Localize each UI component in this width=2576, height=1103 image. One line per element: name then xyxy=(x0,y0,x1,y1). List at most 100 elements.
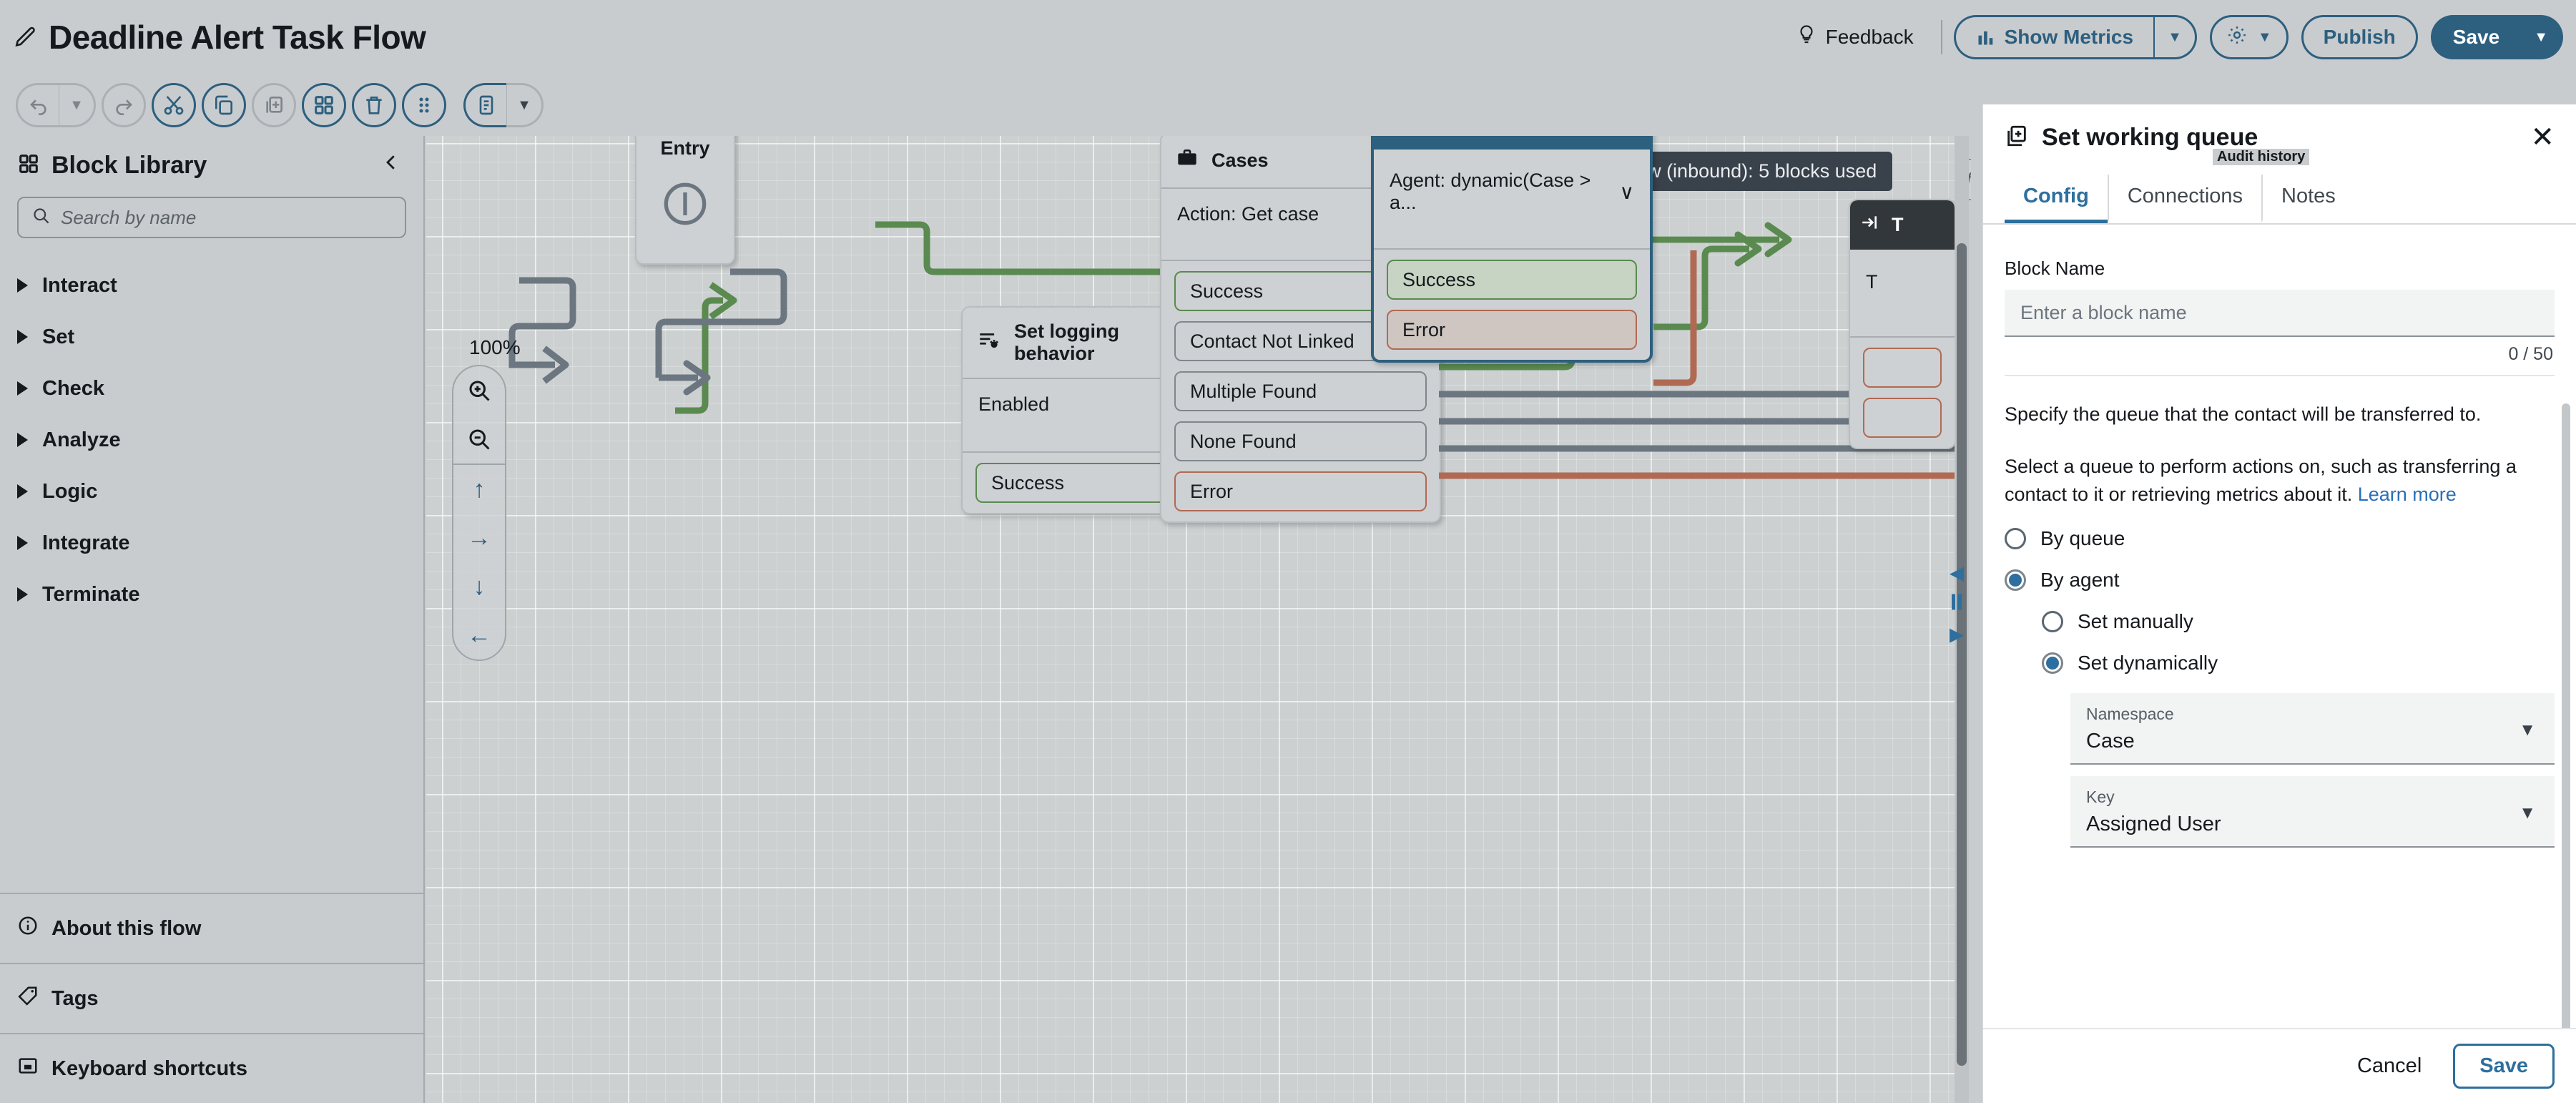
sidebar-item-analyze[interactable]: Analyze xyxy=(0,414,423,466)
feedback-button[interactable]: Feedback xyxy=(1780,16,1929,59)
node-port-multiple-found[interactable]: Multiple Found xyxy=(1174,371,1427,411)
panel-description-1: Specify the queue that the contact will … xyxy=(2005,403,2482,425)
node-port-partial-2[interactable] xyxy=(1863,398,1942,438)
node-port-contact-not-linked[interactable]: Contact Not Linked xyxy=(1174,321,1427,361)
radio-icon[interactable] xyxy=(2005,528,2026,550)
paste-add-button[interactable] xyxy=(252,83,296,127)
drag-dots-button[interactable] xyxy=(402,83,446,127)
settings-button[interactable]: ▼ xyxy=(2209,15,2289,59)
sidebar-item-logic[interactable]: Logic xyxy=(0,466,423,517)
node-title: Cases xyxy=(1211,149,1269,171)
sidebar-item-keyboard-shortcuts[interactable]: Keyboard shortcuts xyxy=(0,1033,423,1103)
sidebar-collapse-button[interactable] xyxy=(376,152,406,180)
node-port-success[interactable]: Success xyxy=(1387,260,1637,300)
namespace-select[interactable]: Namespace Case ▼ xyxy=(2070,693,2555,765)
sidebar-item-set[interactable]: Set xyxy=(0,311,423,363)
notes-dropdown[interactable]: ▼ xyxy=(506,83,544,127)
radio-icon-selected[interactable] xyxy=(2005,569,2026,592)
sidebar-item-check[interactable]: Check xyxy=(0,363,423,414)
pan-left-button[interactable]: ← xyxy=(467,621,491,649)
zoom-out-button[interactable] xyxy=(453,415,505,464)
char-counter: 0 / 50 xyxy=(2508,344,2553,364)
canvas-scrollbar[interactable] xyxy=(1955,136,1969,1103)
pan-down-button[interactable]: ↓ xyxy=(473,572,486,600)
radio-set-manually[interactable]: Set manually xyxy=(2042,610,2555,633)
delete-button[interactable] xyxy=(352,83,396,127)
pencil-icon[interactable] xyxy=(11,23,40,52)
notes-button[interactable] xyxy=(463,83,506,127)
grid-button[interactable] xyxy=(302,83,346,127)
undo-dropdown[interactable]: ▼ xyxy=(59,83,96,127)
sidebar-item-tags[interactable]: Tags xyxy=(0,963,423,1033)
sidebar-item-integrate[interactable]: Integrate xyxy=(0,517,423,569)
chevron-down-icon: ▼ xyxy=(69,97,84,113)
node-port-partial-1[interactable] xyxy=(1863,348,1942,388)
tab-notes[interactable]: Notes xyxy=(2261,175,2354,223)
key-select[interactable]: Key Assigned User ▼ xyxy=(2070,776,2555,848)
show-metrics-button[interactable]: Show Metrics xyxy=(1953,15,2155,59)
sidebar-item-label: Analyze xyxy=(42,428,121,451)
node-body: Agent: dynamic(Case > a... ∨ xyxy=(1374,149,1650,238)
radio-by-agent[interactable]: By agent xyxy=(2005,569,2555,592)
pan-up-button[interactable]: ↑ xyxy=(473,475,486,503)
pan-right-button[interactable]: → xyxy=(467,524,491,552)
sidebar-item-about-this-flow[interactable]: About this flow xyxy=(0,893,423,963)
audit-history-legend: Audit history xyxy=(2213,149,2310,165)
publish-button[interactable]: Publish xyxy=(2301,15,2418,59)
cut-button[interactable] xyxy=(152,83,196,127)
zoom-in-button[interactable] xyxy=(453,366,505,415)
copy-button[interactable] xyxy=(202,83,246,127)
panel-resizer[interactable]: ◀ ▶ xyxy=(1949,562,1965,646)
panel-scrollbar[interactable] xyxy=(2562,403,2570,1028)
node-port-error[interactable]: Error xyxy=(1174,471,1427,511)
node-port-none-found[interactable]: None Found xyxy=(1174,421,1427,461)
canvas-scrollbar-thumb[interactable] xyxy=(1957,243,1967,1066)
chevron-down-icon[interactable]: ∨ xyxy=(1619,180,1635,203)
sidebar-item-label: Check xyxy=(42,376,105,400)
learn-more-link[interactable]: Learn more xyxy=(2357,484,2457,506)
sidebar-item-interact[interactable]: Interact xyxy=(0,260,423,311)
node-port-error[interactable]: Error xyxy=(1387,310,1637,350)
expand-right-icon[interactable]: ▶ xyxy=(1950,623,1964,645)
save-group: Save ▼ xyxy=(2430,15,2563,59)
radio-icon-selected[interactable] xyxy=(2042,652,2063,675)
radio-by-queue[interactable]: By queue xyxy=(2005,527,2555,550)
grip-icon[interactable] xyxy=(1949,592,1965,617)
briefcase-icon xyxy=(1176,147,1199,175)
node-set-working-queue[interactable]: Set working queue ⋮ Agent: dynamic(Case … xyxy=(1371,136,1653,363)
block-name-field[interactable]: Enter a block name xyxy=(2005,290,2555,337)
sidebar-item-terminate[interactable]: Terminate xyxy=(0,569,423,620)
tab-config[interactable]: Config xyxy=(2005,175,2108,223)
zoom-controls: ↑ → ↓ ← xyxy=(452,365,506,661)
sidebar-search-input[interactable]: Search by name xyxy=(17,197,406,238)
sidebar-item-label: Integrate xyxy=(42,531,130,554)
panel-description-2-text: Select a queue to perform actions on, su… xyxy=(2005,456,2517,506)
entry-label: Entry xyxy=(660,137,710,159)
chevron-right-icon xyxy=(17,587,28,602)
radio-label: Set dynamically xyxy=(2078,652,2218,675)
tab-connections[interactable]: Connections xyxy=(2107,175,2261,223)
sidebar-footer-label: About this flow xyxy=(51,916,202,940)
radio-set-dynamically[interactable]: Set dynamically xyxy=(2042,652,2555,675)
node-transfer-partial[interactable]: T T xyxy=(1849,199,1956,449)
close-icon[interactable]: ✕ xyxy=(2530,122,2555,153)
chevron-down-icon[interactable]: ▼ xyxy=(2519,803,2536,823)
node-entry[interactable]: Entry xyxy=(635,136,735,265)
redo-button[interactable] xyxy=(102,83,146,127)
show-metrics-dropdown[interactable]: ▼ xyxy=(2154,15,2197,59)
top-header: Deadline Alert Task Flow Feedback Show M… xyxy=(0,0,2576,74)
tag-icon xyxy=(17,985,39,1012)
save-button[interactable]: Save xyxy=(2430,15,2521,59)
zoom-level-label: 100% xyxy=(469,336,521,358)
radio-icon[interactable] xyxy=(2042,611,2063,633)
cancel-button[interactable]: Cancel xyxy=(2356,1054,2422,1077)
flow-canvas[interactable]: Entry Set logging behavior ⋮ Enabled xyxy=(426,136,1969,1103)
chevron-down-icon: ▼ xyxy=(2534,29,2548,45)
undo-button[interactable] xyxy=(16,83,59,127)
panel-save-button[interactable]: Save xyxy=(2453,1044,2555,1089)
save-dropdown[interactable]: ▼ xyxy=(2520,15,2563,59)
collapse-left-icon[interactable]: ◀ xyxy=(1950,562,1964,584)
chevron-down-icon: ▼ xyxy=(2257,29,2272,45)
set-working-queue-icon xyxy=(1388,136,1411,137)
chevron-down-icon[interactable]: ▼ xyxy=(2519,720,2536,740)
